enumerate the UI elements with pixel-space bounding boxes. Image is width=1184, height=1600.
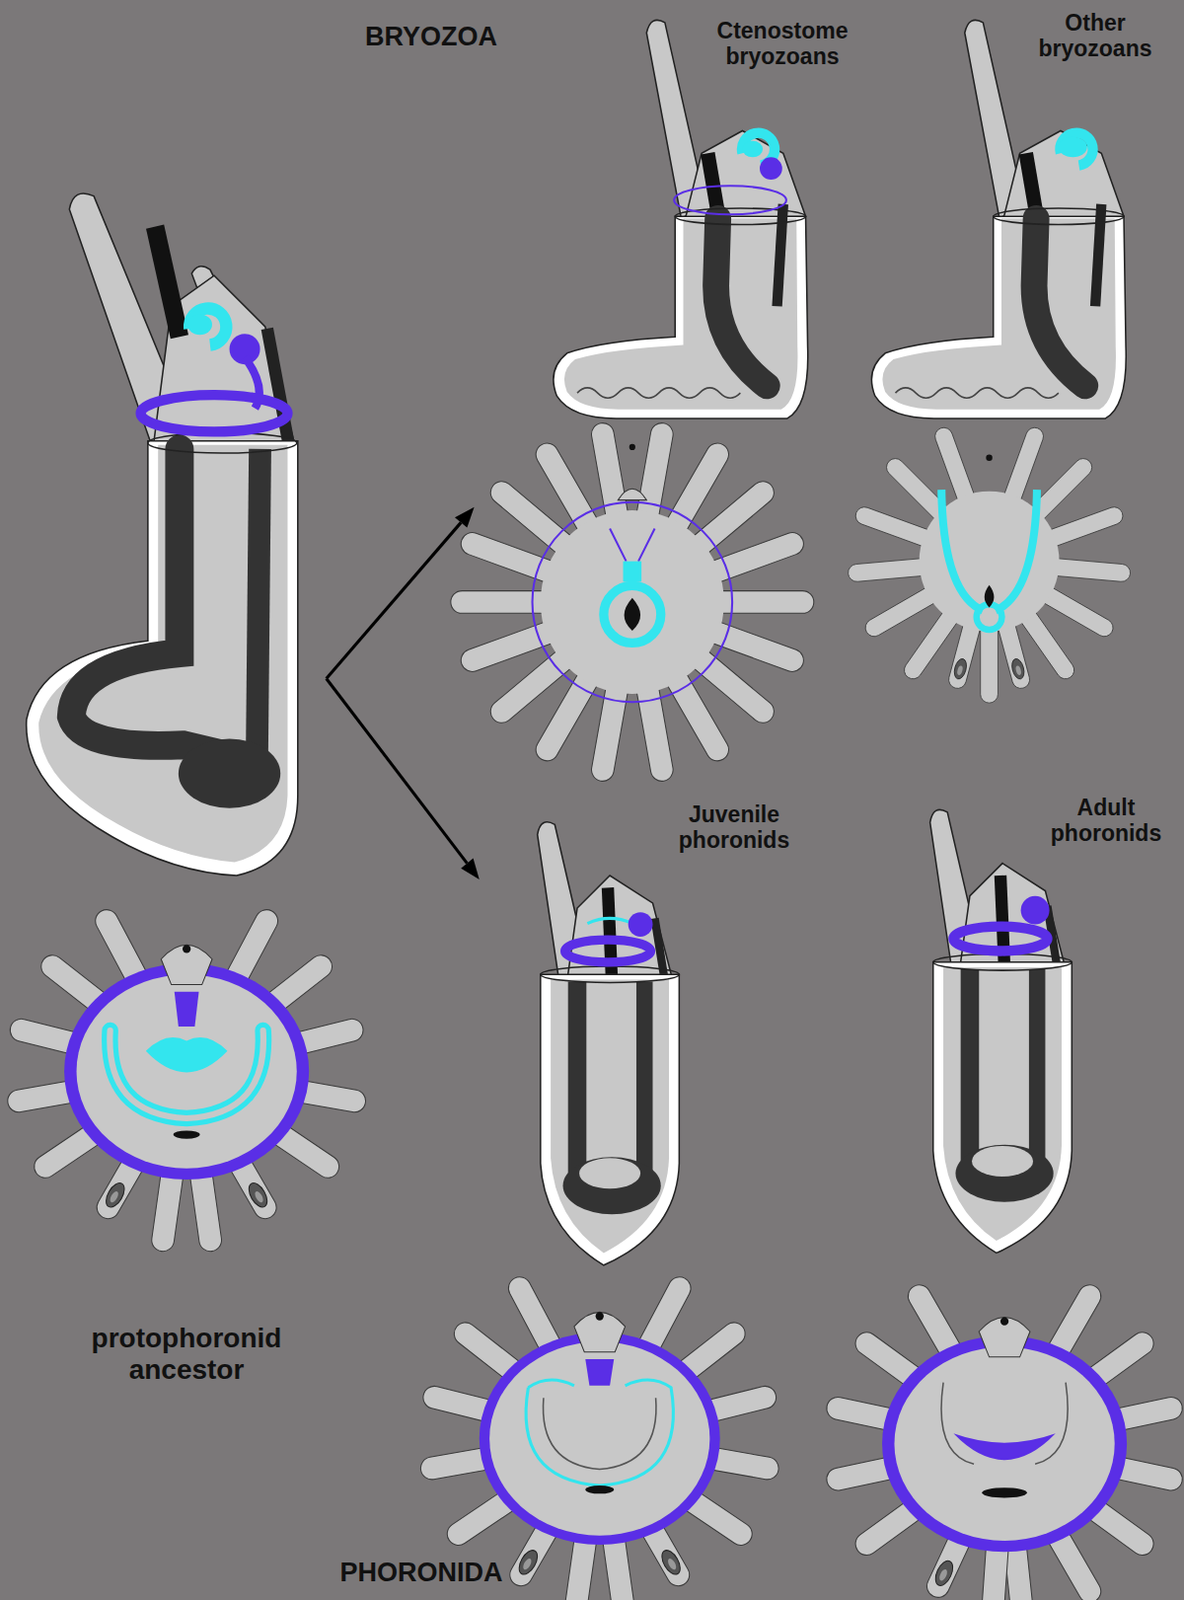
juvenile-phoronid xyxy=(537,821,680,1265)
arrows xyxy=(326,507,480,880)
figure-label: Ctenostome bryozoans xyxy=(693,17,872,71)
juvenile-lophophore xyxy=(419,1272,781,1600)
ancestor-lophophore xyxy=(5,905,368,1254)
figure-label: BRYOZOA xyxy=(365,21,498,53)
ctenostome-lophophore xyxy=(450,421,814,783)
figure-label: Adult phoronids xyxy=(1036,794,1176,847)
bryozoan-lophophore xyxy=(847,425,1131,703)
ctenostome-zooid xyxy=(553,19,809,419)
figure-label: PHORONIDA xyxy=(339,1556,503,1588)
figure-label: protophoronid ancestor xyxy=(53,1322,320,1386)
adult-lophophore xyxy=(824,1280,1184,1600)
ancestor-zooid xyxy=(26,193,298,876)
figure-label: Juvenile phoronids xyxy=(660,801,809,854)
adult-phoronid xyxy=(930,809,1073,1253)
figure-label: Other bryozoans xyxy=(1021,9,1170,63)
bryozoan-zooid xyxy=(871,19,1126,419)
